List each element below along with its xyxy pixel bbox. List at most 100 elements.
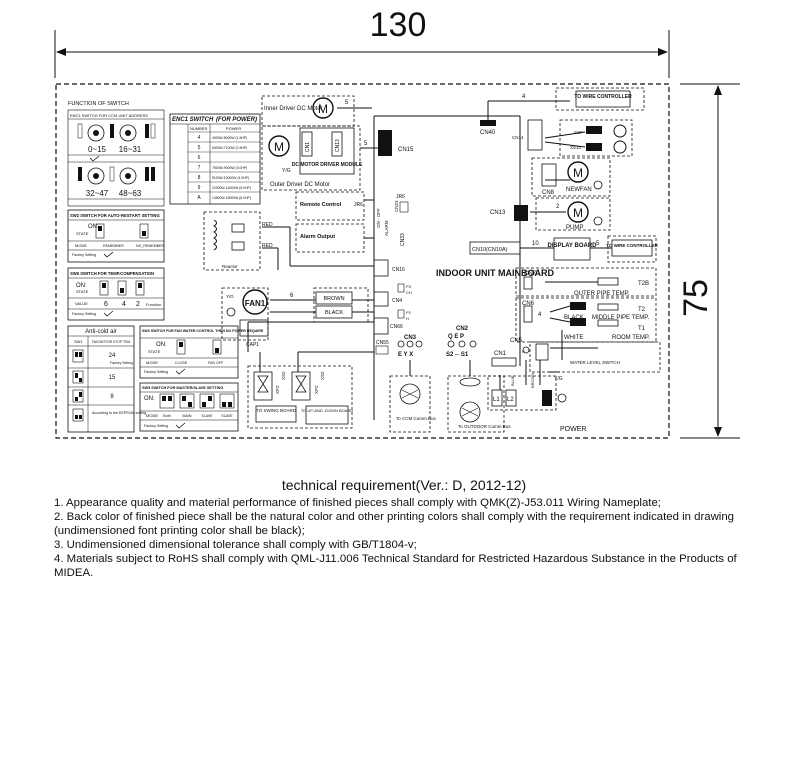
rotary-switch-icon	[119, 167, 137, 185]
enc1-number-cell: A	[197, 195, 201, 201]
sw6-table	[67, 267, 165, 321]
cn4-connector	[373, 291, 389, 307]
rotary-switch-icon	[87, 167, 105, 185]
wire-count: 4	[522, 94, 526, 100]
t2b-label: T2B	[638, 281, 649, 287]
ground-icon	[593, 216, 603, 226]
capacitor-icon	[239, 319, 269, 337]
cn66-label: CN66	[390, 324, 403, 330]
sw3-on: ON:	[156, 342, 167, 348]
jr6-label: JR6	[396, 194, 405, 200]
cn13b-label: CN13	[490, 210, 506, 216]
pump-group: CN13 2 M PUMP	[490, 197, 611, 231]
enc1-power-cell: 4000W-5000W (1.5HP)	[212, 136, 247, 140]
yg-label: Y/G	[554, 376, 563, 382]
remote-control-label: Remote Control	[300, 202, 342, 208]
factory-setting-label: Factory Setting	[144, 370, 168, 374]
sw3-mode-b: FAN OFF	[208, 361, 224, 365]
cn8-connector	[541, 163, 557, 187]
anti-cold-value: According to the EEPROM setting	[92, 411, 146, 415]
outer-dc-motor-label: Outer Driver DC Motor	[270, 182, 330, 188]
newfan-label: NEWFAN	[566, 187, 592, 193]
newfan-group: CN8 M NEWFAN	[531, 157, 611, 197]
sw6-function: Function	[146, 302, 161, 307]
wire-count: 6	[290, 293, 294, 299]
enc1-subtitle: (FOR POWER)	[216, 117, 257, 123]
ground-icon	[557, 393, 567, 403]
rotary-switch-icon	[87, 124, 105, 142]
ch-label: CH	[406, 290, 412, 295]
middle-pipe-label: MIDDLE PIPE TEMP.	[592, 315, 649, 321]
address-table-header: ENC1 SWITCH FOR CCM UNIT ADDRESS	[70, 113, 148, 118]
cn2-group: CN2 Q E P S2 ─ S1	[446, 326, 477, 358]
motor-icon	[613, 140, 627, 154]
sw2-mode: MODE	[75, 243, 87, 248]
cn40-connector	[480, 120, 496, 126]
cn10-connector	[469, 241, 521, 255]
enc1-power-cell: 7500W-9000W (3.0HP)	[212, 166, 247, 170]
wire-count: 2	[556, 204, 560, 210]
white-label: WHITE	[564, 335, 583, 341]
s2s1-label: S2 ─ S1	[446, 352, 469, 358]
yg-label: Y/G	[282, 168, 291, 174]
sw3-title: SW3 SWITCH FOR FAN WATER CONTROL THEN NO…	[142, 329, 264, 333]
enc1-number-cell: 4	[198, 135, 201, 141]
xs2-label: XS2	[281, 371, 286, 380]
switch-section-title: FUNCTION OF SWITCH	[68, 101, 129, 107]
factory-setting-label: Factory Setting	[144, 424, 168, 428]
enc1-number-cell: 6	[198, 155, 201, 161]
cn1-connector	[301, 131, 313, 157]
motor-icon	[613, 124, 627, 138]
enc1-number-cell: 7	[198, 165, 201, 171]
sw5-mode-value: MAIN	[183, 414, 192, 418]
motor-icon	[268, 135, 290, 157]
thermistor-icon	[597, 303, 619, 311]
enc1-title: ENC1 SWITCH	[172, 117, 214, 123]
cn23-label: CN23	[394, 200, 399, 212]
enc1-col-number: NUMBER	[190, 126, 207, 131]
wire-controller-group: TO WIRE CONTROLLER 4 CN40	[480, 87, 645, 136]
sw5-mode-value: SLAVE	[221, 414, 233, 418]
sw6-on: ON:	[76, 283, 87, 289]
height-dimension: 75	[677, 83, 740, 439]
cn16-connector	[373, 259, 389, 277]
ground-icon	[226, 307, 236, 317]
temp-sensor-group: CN7 T2B OUTER PIPE TEMP. CN6 4 T2 T1 BLA…	[510, 267, 661, 373]
blue-wire-label: BLUE	[510, 375, 515, 386]
width-value: 130	[370, 6, 427, 44]
inner-dc-motor-label: Inner Driver DC Motor	[264, 106, 323, 112]
anti-cold-value: 24	[109, 353, 116, 359]
to-ccm-label: To CCM Comm.Bus	[396, 416, 437, 421]
alarm-label: ALARM	[384, 220, 389, 236]
wire-count: 5	[596, 241, 600, 247]
thermistor-icon	[597, 319, 619, 327]
enc1-col-power: POWER	[226, 126, 241, 131]
xs2-label: XS2	[320, 371, 325, 380]
enc1-number-cell: 9	[198, 185, 201, 191]
wire-count: 10	[532, 241, 539, 247]
cn16-label: CN16	[392, 267, 405, 273]
wire-count: 5	[364, 141, 368, 147]
updown-board-label: TO UP-AND -DOWN BOARD	[301, 408, 353, 413]
enc1-number-cell: 5	[198, 145, 201, 151]
cn1-power-connector	[491, 357, 517, 367]
alarm-output-label: Alarm Output	[300, 234, 335, 240]
qep-label: Q E P	[448, 334, 464, 340]
cn40-label: CN40	[480, 130, 496, 136]
cn13-connector	[331, 131, 343, 157]
p3-label: P3	[406, 284, 412, 289]
xs10-label: XS10	[570, 145, 582, 150]
range-label: 0~15	[88, 145, 107, 154]
wiring-diagram: 130 75 FUNCTION OF SWITCH ENC1 SWITCH FO…	[54, 6, 740, 439]
anti-cold-table	[67, 325, 135, 433]
xp2-label: XP2	[314, 385, 319, 394]
pump-motor-icon	[567, 201, 589, 223]
enc1-power-cell: 14500W-16000W (6.0HP)	[212, 196, 251, 200]
cn66-connector	[373, 317, 389, 335]
on-off-label: ON - OFF	[376, 208, 381, 228]
display-board-label: DISPLAY BOARD	[547, 243, 597, 249]
remote-alarm-group: Remote Control Alarm Output JR6 JR6 CN23…	[295, 191, 409, 253]
to-wire-controller-label: TO WIRE CONTROLLER	[574, 94, 632, 100]
cn4-label: CN4	[392, 298, 402, 304]
l1-label: L1	[493, 397, 500, 403]
